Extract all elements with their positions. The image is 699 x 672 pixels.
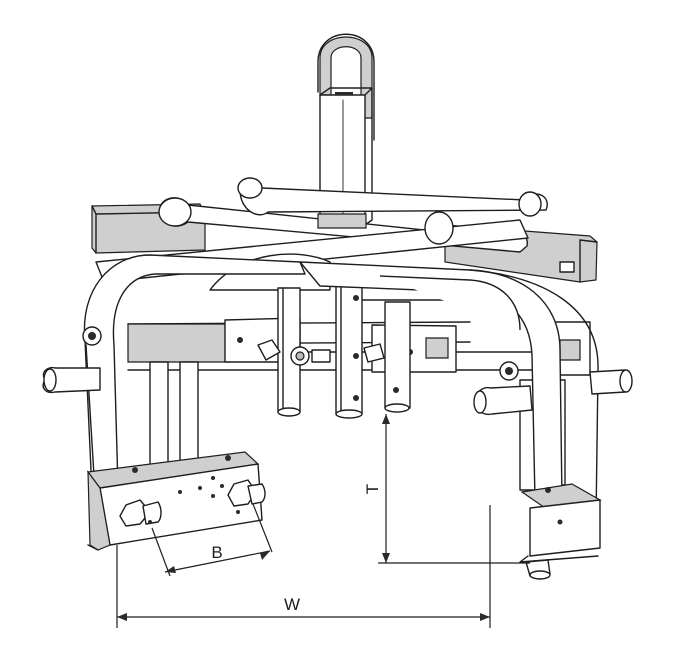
right-jaw-plate <box>519 483 602 580</box>
dimension-t <box>378 414 530 564</box>
dimension-b <box>151 503 273 577</box>
left-jaw-plate <box>86 451 266 551</box>
dimension-t-label: T <box>363 484 382 494</box>
dimension-w-label: W <box>284 595 300 614</box>
clamp-pins <box>257 285 411 419</box>
dimension-b-label: B <box>211 543 222 562</box>
dimension-w <box>116 505 491 628</box>
curved-arms <box>42 254 633 521</box>
